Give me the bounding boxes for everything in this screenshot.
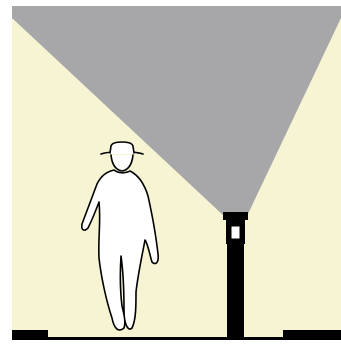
hat-crown [110,142,134,153]
bollard-cap [223,212,248,220]
bollard-lens [231,226,240,239]
ground-slab-right [283,330,341,339]
bollard-post [227,244,244,338]
